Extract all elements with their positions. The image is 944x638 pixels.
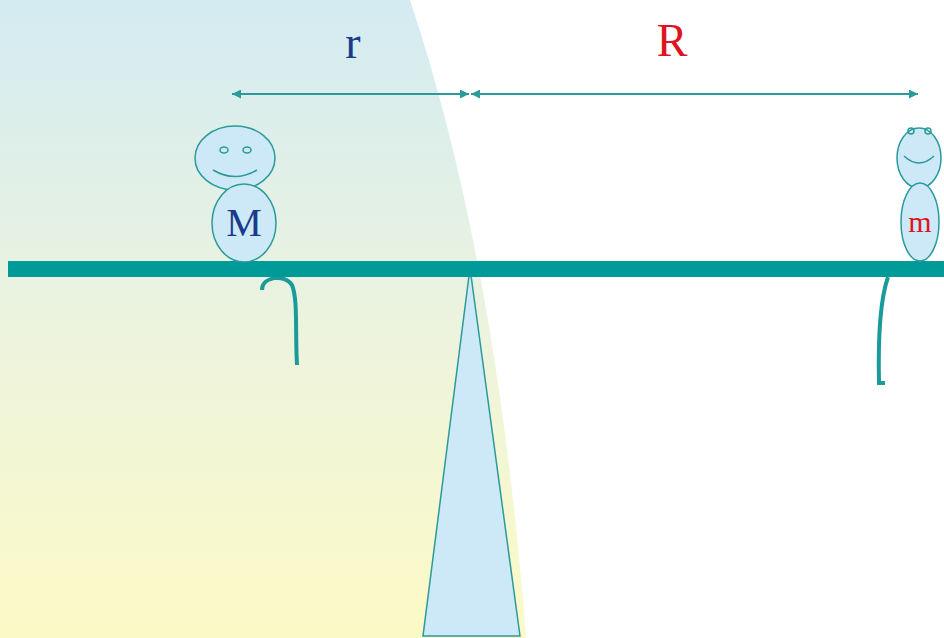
dimension-arrow <box>471 93 918 95</box>
head <box>195 126 275 190</box>
body-ellipse: m <box>900 182 940 262</box>
dimension-label: R <box>657 18 688 64</box>
lever-beam <box>8 261 944 277</box>
head <box>897 128 941 188</box>
mass-label: M <box>226 203 262 243</box>
background-region <box>0 0 526 638</box>
dimension-arrow <box>232 93 469 95</box>
leg <box>262 278 297 365</box>
leg <box>879 277 888 383</box>
fulcrum <box>423 268 520 636</box>
dimension-label: r <box>345 20 360 66</box>
mass-label: m <box>908 207 931 237</box>
body-ellipse: M <box>211 183 277 263</box>
